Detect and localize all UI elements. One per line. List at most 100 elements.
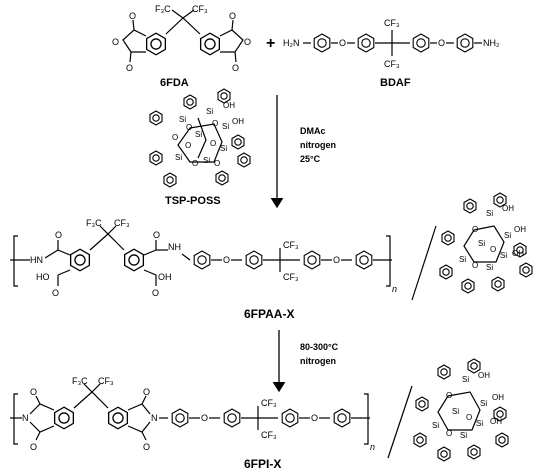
svg-text:OH: OH	[223, 101, 235, 110]
svg-text:Si: Si	[206, 107, 213, 116]
svg-text:CF₃: CF₃	[384, 18, 400, 28]
svg-text:Si: Si	[459, 255, 466, 264]
svg-text:F₃C: F₃C	[86, 218, 102, 228]
svg-text:nitrogen: nitrogen	[300, 356, 336, 366]
svg-text:O: O	[446, 429, 452, 438]
svg-text:Si: Si	[462, 375, 469, 384]
svg-text:HN: HN	[30, 255, 43, 265]
svg-text:O: O	[212, 119, 218, 128]
svg-text:O: O	[143, 442, 150, 452]
svg-text:Si: Si	[478, 239, 485, 248]
svg-text:O: O	[232, 63, 239, 73]
svg-text:O: O	[210, 139, 216, 148]
svg-text:O: O	[129, 11, 136, 21]
blend-separator-1	[411, 225, 437, 301]
step2-conditions: 80-300°C nitrogen	[300, 342, 339, 366]
tsp-poss-structure: O Si OH Si O Si OH O Si O Si O Si O Si O	[149, 88, 251, 188]
svg-text:CF₃: CF₃	[192, 4, 208, 14]
svg-text:O: O	[152, 288, 159, 298]
svg-text:Si: Si	[175, 153, 182, 162]
svg-text:nitrogen: nitrogen	[300, 140, 336, 150]
svg-text:NH: NH	[168, 242, 181, 252]
svg-text:O: O	[311, 413, 318, 423]
svg-text:O: O	[214, 159, 220, 168]
svg-text:CF₃: CF₃	[384, 59, 400, 69]
svg-text:O: O	[143, 387, 150, 397]
svg-text:CF₃: CF₃	[261, 398, 277, 408]
svg-text:Si: Si	[500, 251, 507, 260]
svg-text:Si: Si	[220, 144, 227, 153]
svg-text:CF₃: CF₃	[283, 272, 299, 282]
svg-text:O: O	[490, 245, 496, 254]
6fpaa-label: 6FPAA-X	[244, 307, 294, 321]
svg-text:O: O	[30, 387, 37, 397]
svg-text:O: O	[446, 391, 452, 400]
svg-text:Si: Si	[179, 115, 186, 124]
svg-text:O: O	[229, 11, 236, 21]
svg-text:N: N	[22, 413, 29, 423]
svg-text:O: O	[472, 261, 478, 270]
tsp-poss-label: TSP-POSS	[165, 195, 221, 207]
svg-text:CF₃: CF₃	[283, 240, 299, 250]
svg-text:CF₃: CF₃	[114, 218, 130, 228]
svg-text:O: O	[223, 255, 230, 265]
svg-text:Si: Si	[504, 231, 511, 240]
svg-text:CF₃: CF₃	[261, 430, 277, 440]
svg-text:Si: Si	[486, 263, 493, 272]
svg-text:Si: Si	[476, 419, 483, 428]
svg-text:O: O	[339, 38, 346, 48]
svg-text:CF₃: CF₃	[98, 376, 114, 386]
svg-text:n: n	[392, 284, 397, 294]
svg-text:Si: Si	[480, 399, 487, 408]
svg-text:O: O	[153, 230, 160, 240]
6fda-label: 6FDA	[160, 77, 189, 89]
svg-text:25°C: 25°C	[300, 154, 321, 164]
svg-text:OH: OH	[232, 117, 244, 126]
svg-text:HO: HO	[36, 272, 50, 282]
svg-text:O: O	[438, 38, 445, 48]
svg-text:OH: OH	[490, 417, 502, 426]
svg-text:O: O	[333, 255, 340, 265]
svg-text:F₃C: F₃C	[155, 4, 171, 14]
svg-text:O: O	[466, 413, 472, 422]
6fpi-label: 6FPI-X	[244, 457, 281, 471]
svg-text:Si: Si	[460, 431, 467, 440]
plus-sign: +	[266, 35, 275, 52]
poss-blend-2: O Si OH Si OH Si O Si OH Si O Si	[413, 358, 509, 462]
svg-text:Si: Si	[222, 122, 229, 131]
svg-text:O: O	[112, 37, 119, 47]
svg-text:O: O	[244, 37, 251, 47]
blend-separator-2	[387, 385, 413, 459]
svg-text:N: N	[151, 413, 158, 423]
svg-text:O: O	[126, 63, 133, 73]
6fda-structure: O O O F₃C CF₃ O O O	[112, 4, 251, 73]
svg-text:O: O	[201, 413, 208, 423]
svg-text:Si: Si	[486, 209, 493, 218]
svg-text:80-300°C: 80-300°C	[300, 342, 339, 352]
step1-conditions: DMAc nitrogen 25°C	[300, 126, 336, 164]
svg-text:O: O	[192, 159, 198, 168]
bdaf-structure: H₂N O CF₃ CF₃ O NH₂	[283, 18, 500, 69]
svg-text:O: O	[30, 442, 37, 452]
svg-text:OH: OH	[502, 204, 514, 213]
svg-text:O: O	[52, 288, 59, 298]
svg-text:O: O	[55, 230, 62, 240]
svg-text:Si: Si	[195, 130, 202, 139]
svg-text:OH: OH	[158, 272, 172, 282]
svg-text:OH: OH	[512, 249, 524, 258]
svg-text:O: O	[472, 225, 478, 234]
svg-text:OH: OH	[478, 371, 490, 380]
svg-text:Si: Si	[452, 407, 459, 416]
svg-text:OH: OH	[492, 393, 504, 402]
svg-text:O: O	[186, 123, 192, 132]
svg-text:O: O	[172, 133, 178, 142]
svg-text:F₃C: F₃C	[72, 376, 88, 386]
svg-text:Si: Si	[432, 421, 439, 430]
6fpaa-structure: HN O HO O F₃C CF₃ O NH OH O O CF₃ CF₃	[10, 218, 397, 298]
svg-text:NH₂: NH₂	[483, 38, 500, 48]
svg-text:OH: OH	[514, 225, 526, 234]
poss-blend-1: O Si OH Si OH Si O Si OH Si O Si	[439, 192, 533, 294]
svg-text:H₂N: H₂N	[283, 38, 300, 48]
svg-text:O: O	[185, 141, 191, 150]
